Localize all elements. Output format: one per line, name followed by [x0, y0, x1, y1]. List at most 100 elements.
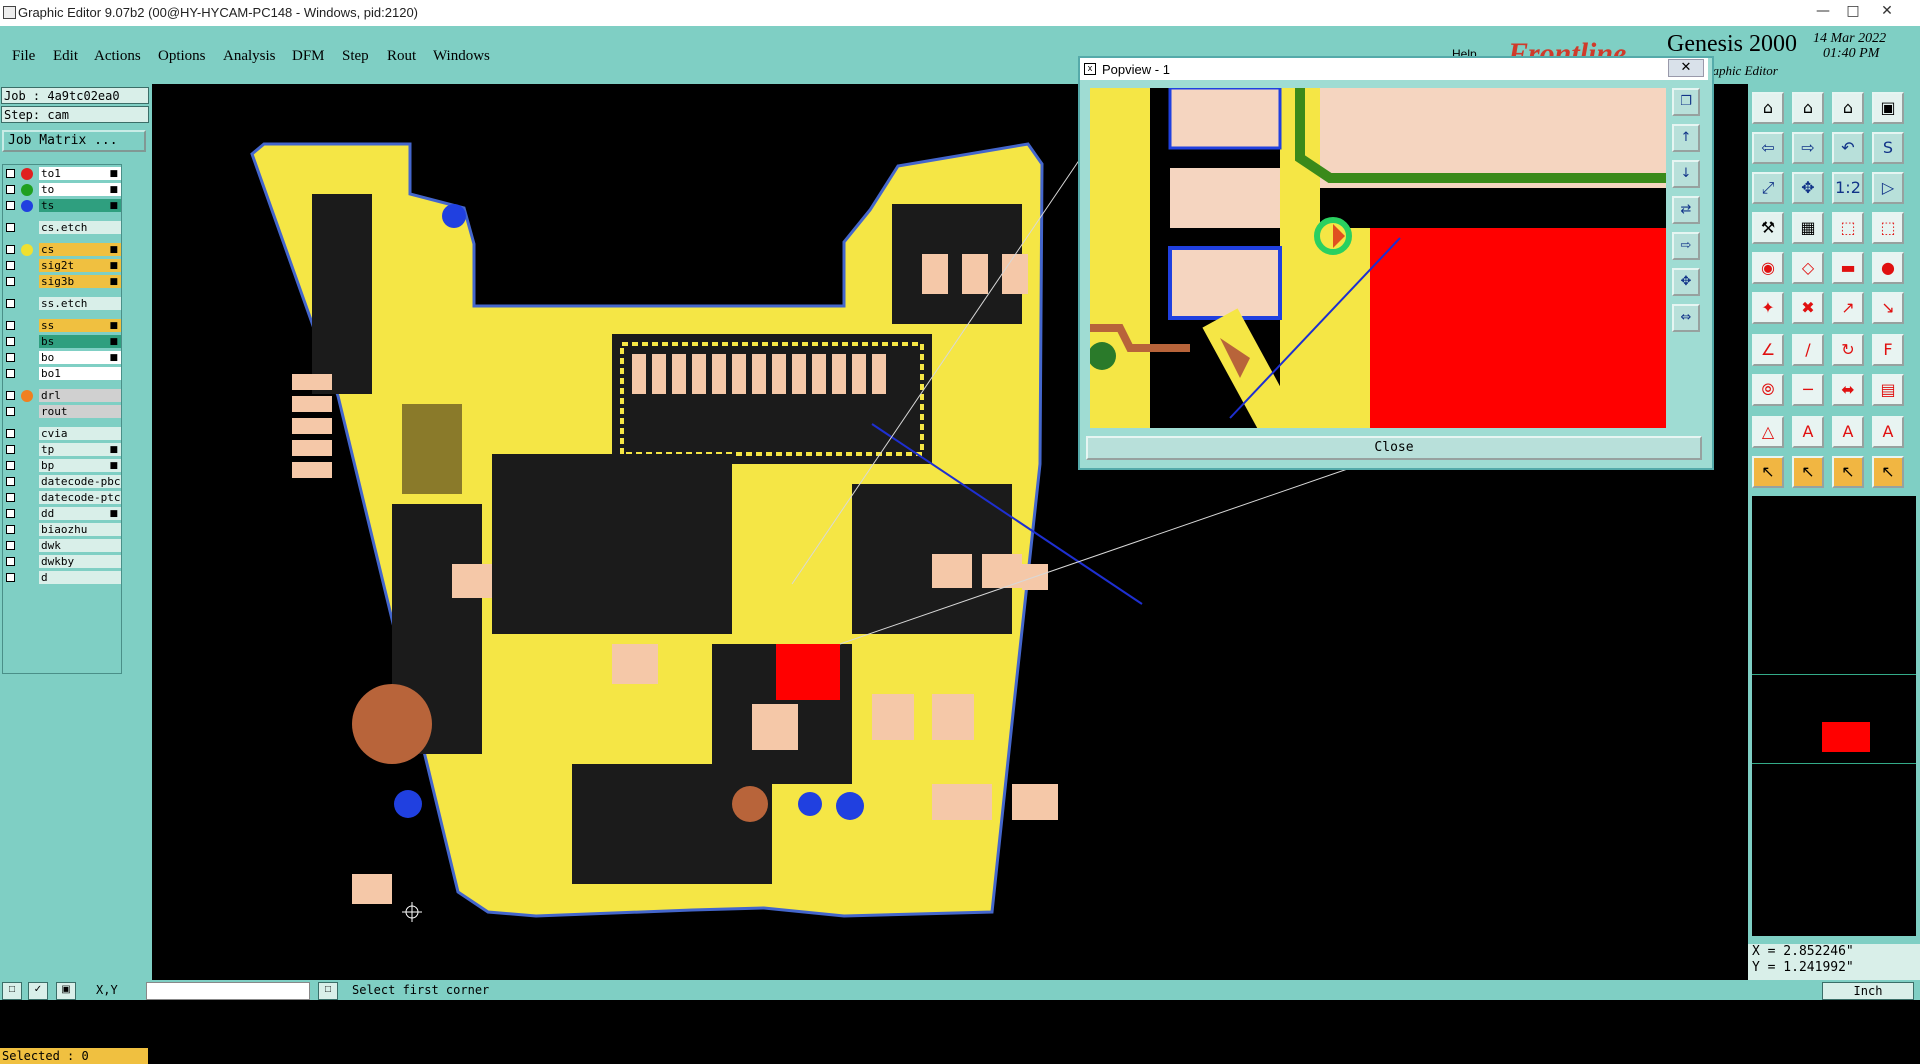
popview-tool-7[interactable]: ⇔ — [1672, 304, 1700, 332]
overview-map[interactable] — [1752, 496, 1916, 936]
tool-button-r10-c1[interactable]: ↖ — [1752, 456, 1784, 488]
layer-checkbox[interactable] — [6, 185, 15, 194]
main-canvas[interactable] — [152, 84, 1748, 980]
layer-checkbox[interactable] — [6, 525, 15, 534]
layer-row-bp[interactable]: bp■ — [3, 459, 121, 473]
tool-button-r7-c3[interactable]: ↻ — [1832, 334, 1864, 366]
highlighted-pad[interactable] — [776, 644, 840, 700]
menu-analysis[interactable]: Analysis — [223, 48, 276, 64]
layer-checkbox[interactable] — [6, 573, 15, 582]
menu-file[interactable]: File — [12, 48, 36, 64]
tool-button-r2-c1[interactable]: ⇦ — [1752, 132, 1784, 164]
layer-row-dd[interactable]: dd■ — [3, 507, 121, 521]
tool-button-r5-c2[interactable]: ◇ — [1792, 252, 1824, 284]
layer-checkbox[interactable] — [6, 201, 15, 210]
tool-button-r1-c4[interactable]: ▣ — [1872, 92, 1904, 124]
xy-input[interactable] — [146, 982, 310, 1000]
layer-row-d[interactable]: d — [3, 571, 121, 585]
layer-checkbox[interactable] — [6, 445, 15, 454]
layer-checkbox[interactable] — [6, 493, 15, 502]
layer-row-datecode-ptc[interactable]: datecode-ptc — [3, 491, 121, 505]
tool-button-r8-c3[interactable]: ⬌ — [1832, 374, 1864, 406]
layer-checkbox[interactable] — [6, 429, 15, 438]
tool-button-r5-c3[interactable]: ▬ — [1832, 252, 1864, 284]
tool-button-r6-c3[interactable]: ↗ — [1832, 292, 1864, 324]
layer-checkbox[interactable] — [6, 337, 15, 346]
tool-button-r10-c4[interactable]: ↖ — [1872, 456, 1904, 488]
job-matrix-button[interactable]: Job Matrix ... — [2, 130, 146, 152]
tool-button-r6-c2[interactable]: ✖ — [1792, 292, 1824, 324]
tool-button-r7-c4[interactable]: F — [1872, 334, 1904, 366]
layer-checkbox[interactable] — [6, 223, 15, 232]
tool-button-r2-c2[interactable]: ⇨ — [1792, 132, 1824, 164]
tool-button-r8-c2[interactable]: ─ — [1792, 374, 1824, 406]
layer-row-cs.etch[interactable]: cs.etch — [3, 221, 121, 235]
tool-button-r1-c2[interactable]: ⌂ — [1792, 92, 1824, 124]
tool-button-r1-c1[interactable]: ⌂ — [1752, 92, 1784, 124]
popview-tool-5[interactable]: ⇨ — [1672, 232, 1700, 260]
popview-tool-3[interactable]: ↓ — [1672, 160, 1700, 188]
layer-row-bo[interactable]: bo■ — [3, 351, 121, 365]
layer-checkbox[interactable] — [6, 321, 15, 330]
close-window-button[interactable]: ✕ — [1881, 3, 1893, 19]
layer-row-bo1[interactable]: bo1 — [3, 367, 121, 381]
units-selector[interactable]: Inch — [1822, 982, 1914, 1000]
popview-close-button[interactable]: Close — [1086, 436, 1702, 460]
menu-options[interactable]: Options — [158, 48, 206, 64]
tool-button-r5-c1[interactable]: ◉ — [1752, 252, 1784, 284]
menu-rout[interactable]: Rout — [387, 48, 417, 64]
menu-windows[interactable]: Windows — [433, 48, 490, 64]
popview-tool-1[interactable]: ❐ — [1672, 88, 1700, 116]
layer-checkbox[interactable] — [6, 261, 15, 270]
layer-checkbox[interactable] — [6, 245, 15, 254]
tool-button-r1-c3[interactable]: ⌂ — [1832, 92, 1864, 124]
tool-button-r10-c3[interactable]: ↖ — [1832, 456, 1864, 488]
tool-button-r4-c2[interactable]: ▦ — [1792, 212, 1824, 244]
tool-button-r2-c3[interactable]: ↶ — [1832, 132, 1864, 164]
popview-tool-4[interactable]: ⇄ — [1672, 196, 1700, 224]
layer-checkbox[interactable] — [6, 477, 15, 486]
layer-checkbox[interactable] — [6, 557, 15, 566]
popview-close-x-button[interactable]: ✕ — [1668, 59, 1704, 77]
layer-row-dwkby[interactable]: dwkby — [3, 555, 121, 569]
tool-button-r2-c4[interactable]: S — [1872, 132, 1904, 164]
layer-checkbox[interactable] — [6, 353, 15, 362]
tool-button-r9-c2[interactable]: A — [1792, 416, 1824, 448]
layer-checkbox[interactable] — [6, 277, 15, 286]
tool-button-r3-c3[interactable]: 1:2 — [1832, 172, 1864, 204]
tool-button-r8-c4[interactable]: ▤ — [1872, 374, 1904, 406]
layer-row-to1[interactable]: to1■ — [3, 167, 121, 181]
status-button-2[interactable]: ✓ — [28, 982, 48, 1000]
tool-button-r6-c1[interactable]: ✦ — [1752, 292, 1784, 324]
tool-button-r7-c2[interactable]: / — [1792, 334, 1824, 366]
menu-actions[interactable]: Actions — [94, 48, 141, 64]
popview-tool-2[interactable]: ↑ — [1672, 124, 1700, 152]
layer-row-ss[interactable]: ss■ — [3, 319, 121, 333]
menu-step[interactable]: Step — [342, 48, 369, 64]
layer-row-bs[interactable]: bs■ — [3, 335, 121, 349]
layer-row-ts[interactable]: ts■ — [3, 199, 121, 213]
layer-row-rout[interactable]: rout — [3, 405, 121, 419]
maximize-button[interactable]: □ — [1846, 3, 1860, 19]
tool-button-r4-c1[interactable]: ⚒ — [1752, 212, 1784, 244]
layer-row-biaozhu[interactable]: biaozhu — [3, 523, 121, 537]
layer-row-cs[interactable]: cs■ — [3, 243, 121, 257]
menu-edit[interactable]: Edit — [53, 48, 78, 64]
menu-dfm[interactable]: DFM — [292, 48, 325, 64]
tool-button-r9-c4[interactable]: A — [1872, 416, 1904, 448]
layer-row-dwk[interactable]: dwk — [3, 539, 121, 553]
tool-button-r7-c1[interactable]: ∠ — [1752, 334, 1784, 366]
tool-button-r4-c4[interactable]: ⬚ — [1872, 212, 1904, 244]
layer-checkbox[interactable] — [6, 407, 15, 416]
tool-button-r10-c2[interactable]: ↖ — [1792, 456, 1824, 488]
tool-button-r8-c1[interactable]: ⦾ — [1752, 374, 1784, 406]
layer-checkbox[interactable] — [6, 169, 15, 178]
layer-checkbox[interactable] — [6, 541, 15, 550]
layer-row-datecode-pbc[interactable]: datecode-pbc — [3, 475, 121, 489]
layer-row-to[interactable]: to■ — [3, 183, 121, 197]
minimize-button[interactable]: — — [1816, 3, 1830, 19]
status-button-4[interactable]: □ — [318, 982, 338, 1000]
layer-row-drl[interactable]: drl — [3, 389, 121, 403]
layer-checkbox[interactable] — [6, 391, 15, 400]
layer-row-sig3b[interactable]: sig3b■ — [3, 275, 121, 289]
